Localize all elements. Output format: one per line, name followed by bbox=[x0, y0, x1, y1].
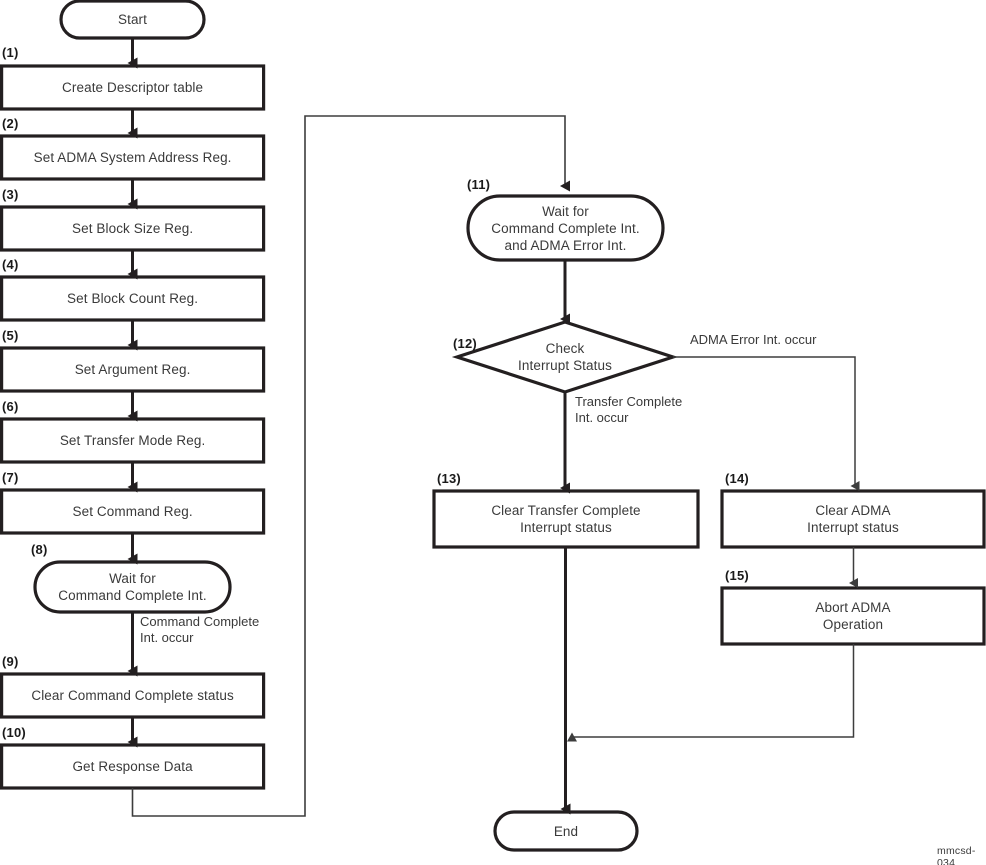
edge-label-adma-error: ADMA Error Int. occur bbox=[690, 332, 817, 347]
step-number-14: (14) bbox=[725, 471, 749, 486]
shape-step-13 bbox=[432, 489, 700, 549]
shape-step-10 bbox=[0, 743, 266, 790]
edge-10-loopback-to-11 bbox=[131, 115, 570, 817]
shape-step-15 bbox=[720, 586, 986, 646]
step-number-6: (6) bbox=[2, 399, 19, 414]
step-number-10: (10) bbox=[2, 725, 26, 740]
shape-step-2 bbox=[0, 134, 266, 181]
edge-label-transfer-complete: Transfer Complete Int. occur bbox=[575, 394, 683, 425]
step-number-12: (12) bbox=[453, 336, 477, 351]
shape-end bbox=[493, 810, 639, 852]
shape-step-3 bbox=[0, 205, 266, 252]
shape-step-11 bbox=[466, 194, 665, 262]
step-number-1: (1) bbox=[2, 45, 19, 60]
step-number-2: (2) bbox=[2, 116, 19, 131]
step-number-3: (3) bbox=[2, 187, 19, 202]
step-number-11: (11) bbox=[467, 177, 491, 192]
shape-step-4 bbox=[0, 275, 266, 322]
shape-step-6 bbox=[0, 417, 266, 464]
shape-step-9 bbox=[0, 672, 266, 719]
step-number-9: (9) bbox=[2, 654, 19, 669]
edge-15-to-merge bbox=[567, 644, 855, 742]
figure-caption: mmcsd-034 bbox=[937, 845, 976, 865]
shape-step-8 bbox=[33, 560, 232, 614]
step-number-4: (4) bbox=[2, 257, 19, 272]
step-number-15: (15) bbox=[725, 568, 749, 583]
shape-start bbox=[59, 0, 206, 40]
edge-label-command-complete: Command Complete Int. occur bbox=[140, 614, 260, 645]
shape-step-5 bbox=[0, 346, 266, 393]
step-number-8: (8) bbox=[31, 542, 48, 557]
shape-step-1 bbox=[0, 64, 266, 111]
step-number-13: (13) bbox=[437, 471, 461, 486]
step-number-7: (7) bbox=[2, 470, 19, 485]
shape-step-12 bbox=[451, 320, 679, 394]
edge-12-to-14 bbox=[673, 356, 860, 491]
step-number-5: (5) bbox=[2, 328, 19, 343]
shape-step-7 bbox=[0, 488, 266, 535]
shape-step-14 bbox=[720, 489, 986, 549]
